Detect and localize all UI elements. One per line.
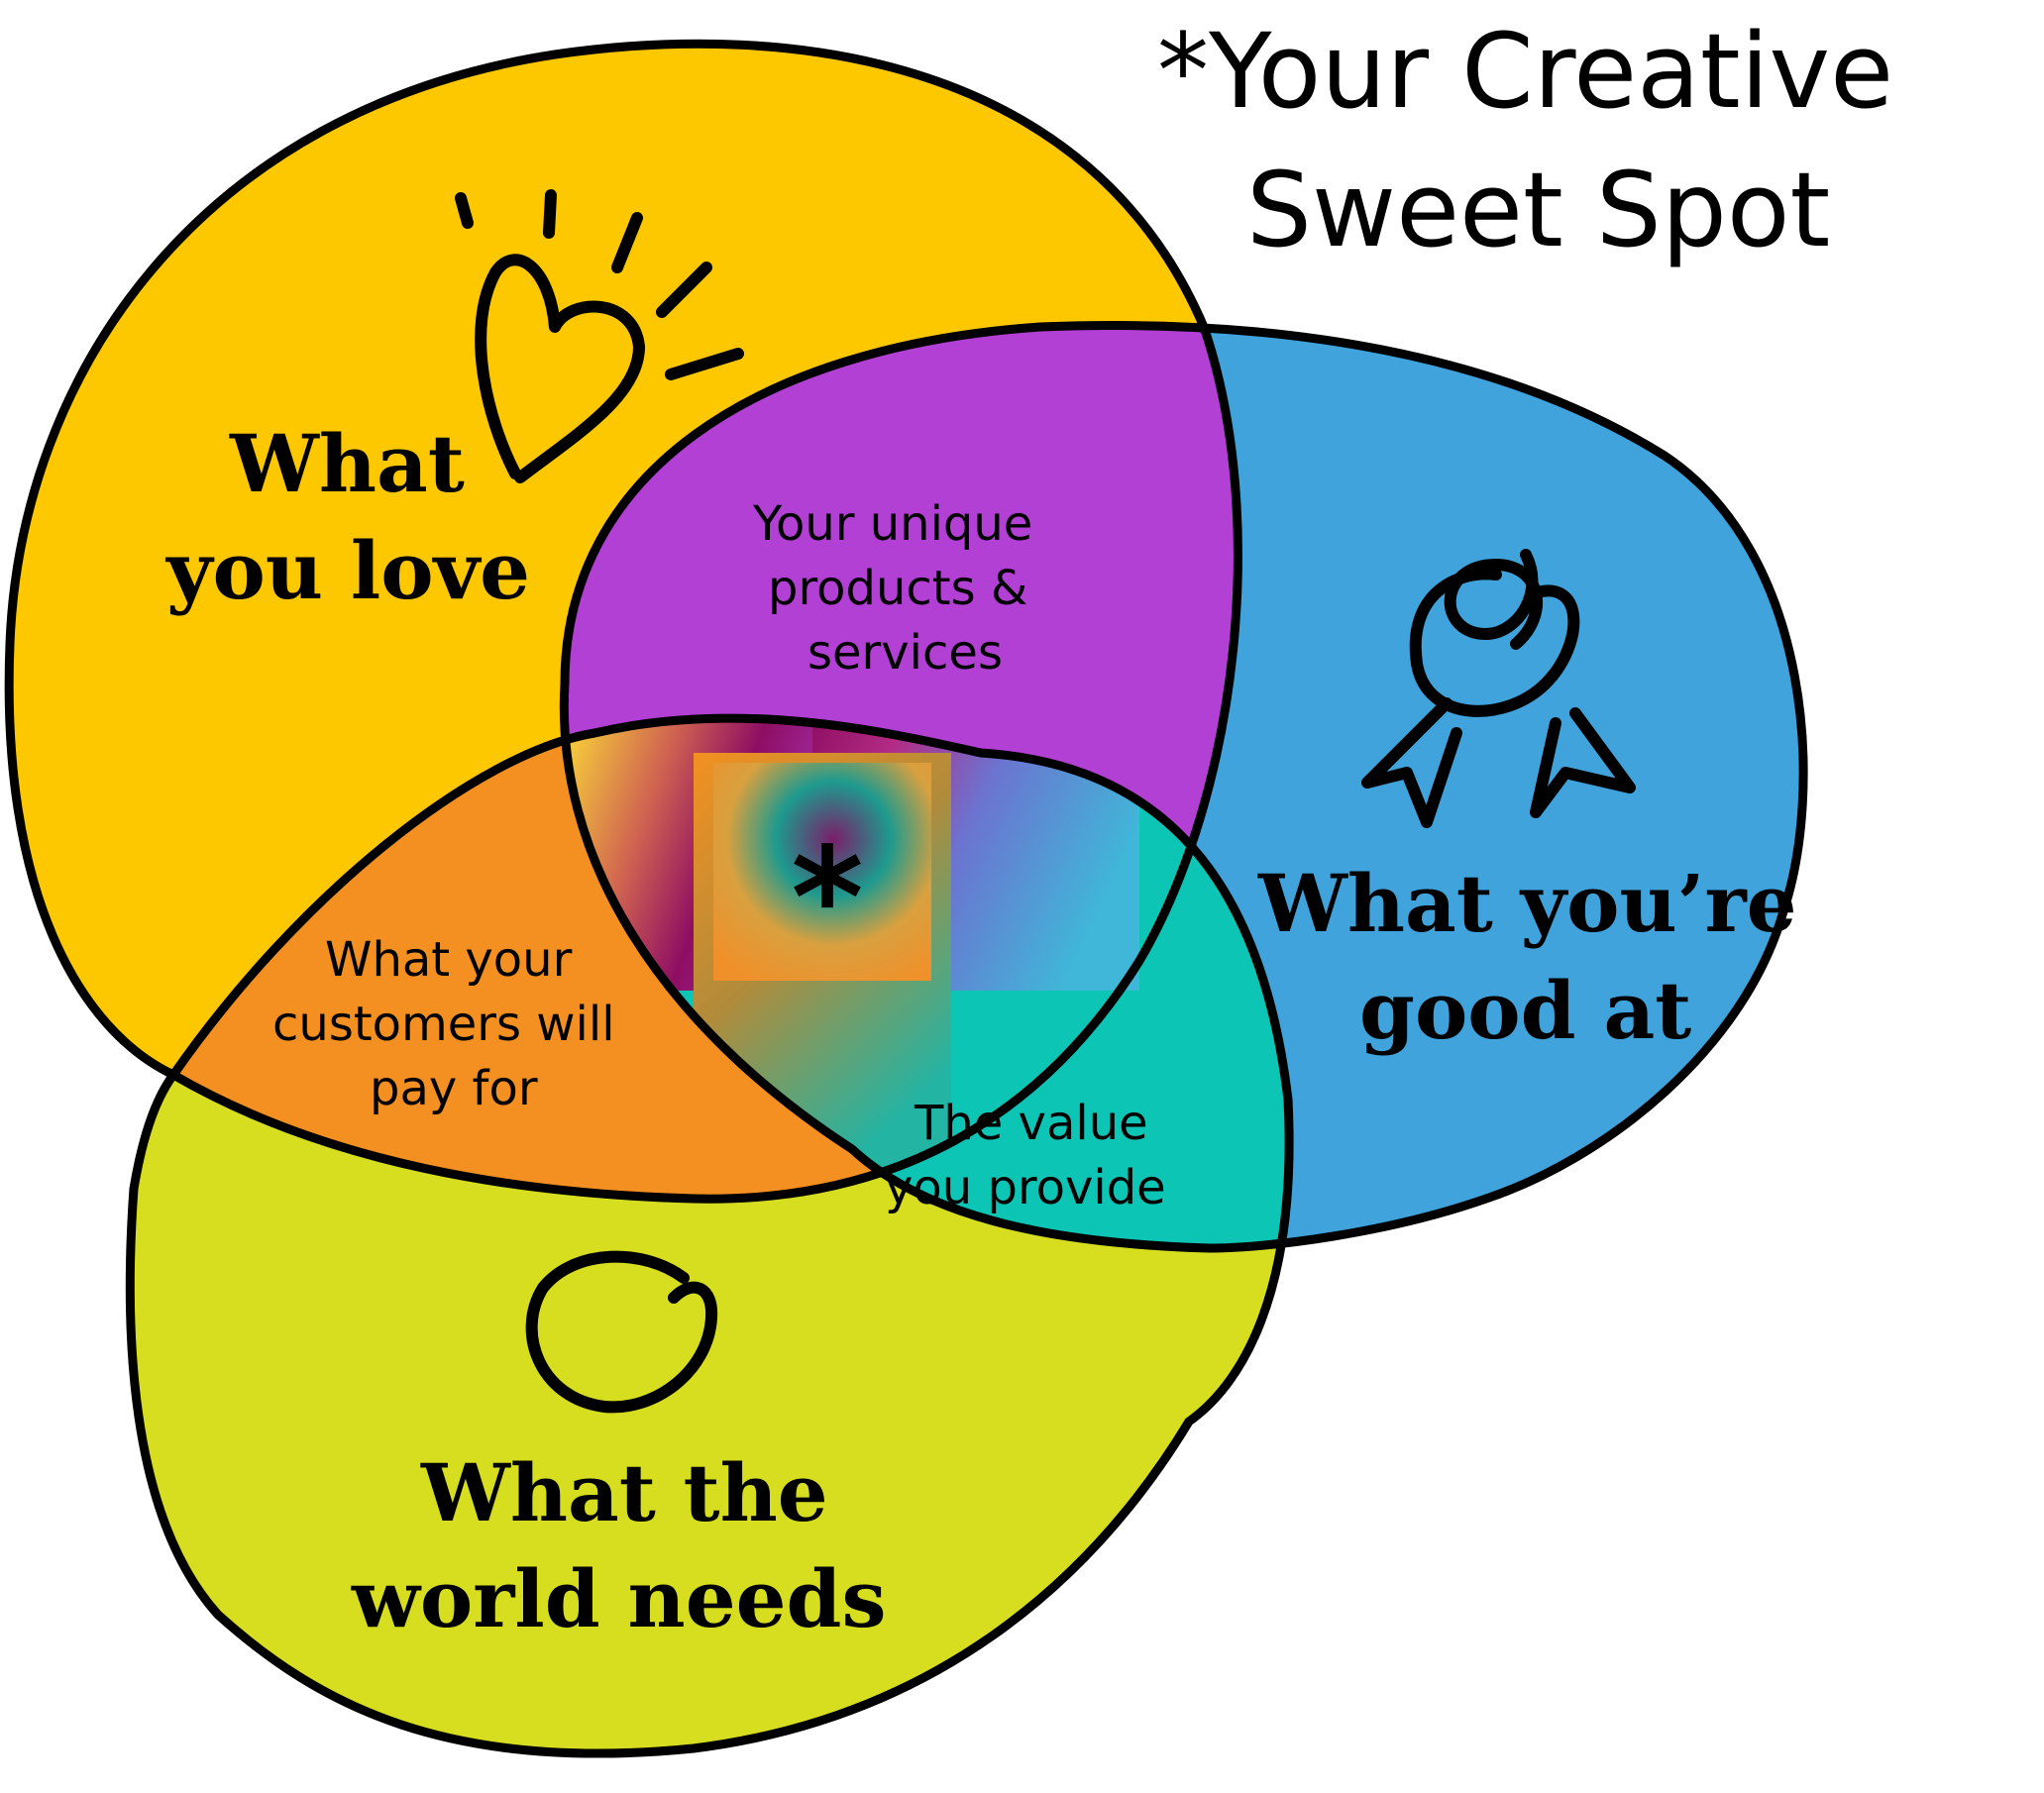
label-products-line-1: Your unique <box>752 496 1032 552</box>
label-pay-line-1: What your <box>325 932 573 988</box>
label-world-line-1: What the <box>420 1446 828 1539</box>
label-love-line-2: you love <box>164 524 530 617</box>
label-good-line-1: What you’re <box>1257 857 1797 950</box>
label-love-line-1: What <box>229 417 465 510</box>
sweet-spot-region <box>713 763 931 981</box>
label-value-line-1: The value <box>914 1096 1148 1151</box>
label-products-line-2: products & <box>768 561 1027 616</box>
label-pay-line-3: pay for <box>370 1061 538 1116</box>
award-ribbon-icon <box>1361 549 1636 828</box>
heart-sparkle-icon <box>455 189 744 483</box>
spiral-circle-icon <box>525 1250 718 1414</box>
label-good-line-2: good at <box>1359 964 1691 1057</box>
label-world-line-2: world needs <box>351 1552 887 1645</box>
label-pay-line-2: customers will <box>272 997 615 1052</box>
title-line-1: *Your Creative <box>1157 11 1893 132</box>
label-products-line-3: services <box>807 625 1003 681</box>
label-value-line-2: you provide <box>885 1160 1166 1215</box>
sweet-spot-asterisk: * <box>791 818 863 980</box>
title-line-2: Sweet Spot <box>1246 150 1830 270</box>
